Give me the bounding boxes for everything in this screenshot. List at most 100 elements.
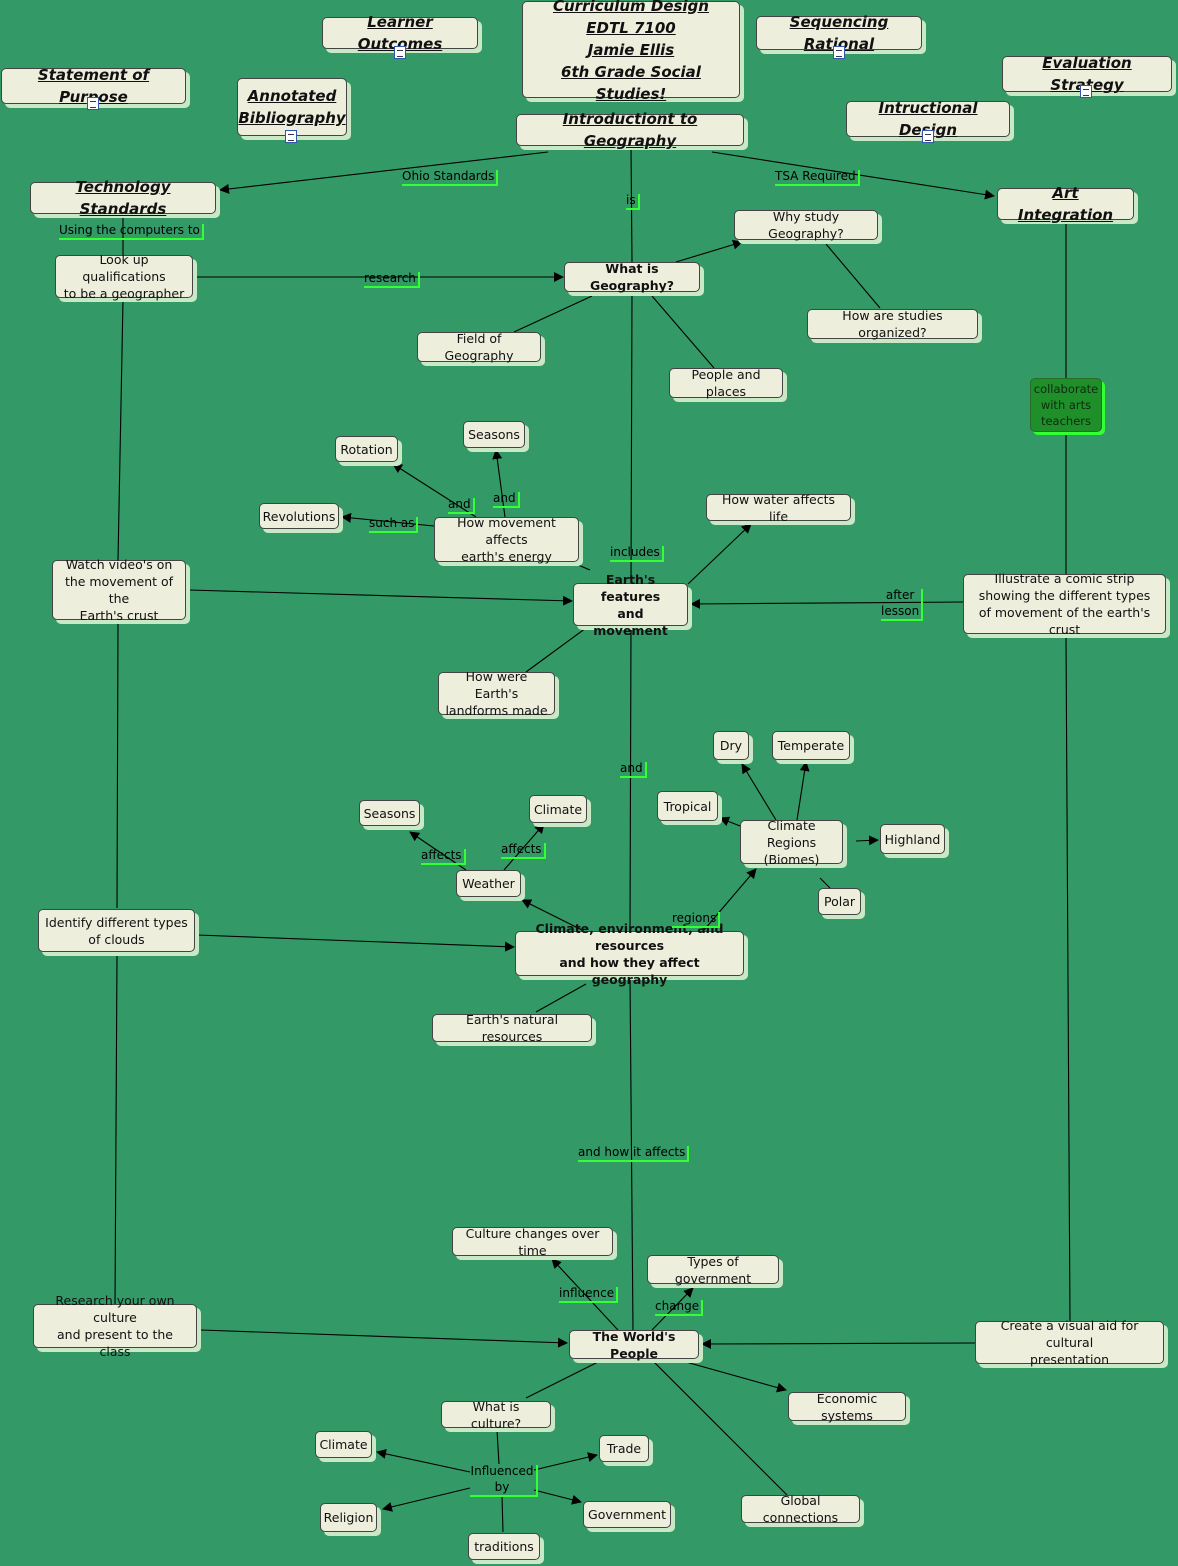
link-label: and xyxy=(448,497,471,511)
tropical-node[interactable]: Tropical xyxy=(657,791,718,821)
movement-energy-node[interactable]: How movement affects earth's energy xyxy=(434,515,579,564)
religion-node[interactable]: Religion xyxy=(320,1503,377,1532)
water-life-node[interactable]: How water affects life xyxy=(706,492,851,524)
document-icon[interactable] xyxy=(394,46,406,59)
lookup-label: Look up qualifications to be a geographe… xyxy=(63,252,185,301)
revolutions-label: Revolutions xyxy=(262,508,336,524)
field-node[interactable]: Field of Geography xyxy=(417,331,541,363)
visual-aid-label: Create a visual aid for cultural present… xyxy=(1000,1318,1139,1367)
worlds-people-node[interactable]: The World's People xyxy=(569,1328,699,1361)
statement-node[interactable]: Statement of Purpose xyxy=(1,66,186,106)
bibliography-node[interactable]: Annotated Bibliography xyxy=(237,78,347,136)
link-label: Influenced by xyxy=(468,1463,536,1495)
natural-resources-label: Earth's natural resources xyxy=(465,1012,559,1044)
bibliography-label: Annotated Bibliography xyxy=(238,87,346,127)
government-node[interactable]: Government xyxy=(583,1501,671,1528)
lookup-node[interactable]: Look up qualifications to be a geographe… xyxy=(55,252,193,301)
people-places-node[interactable]: People and places xyxy=(669,367,783,399)
video-node[interactable]: Watch video's on the movement of the Ear… xyxy=(52,557,186,623)
government-types-node[interactable]: Types of government xyxy=(647,1253,779,1286)
climate-node[interactable]: Climate xyxy=(529,795,587,823)
revolutions-node[interactable]: Revolutions xyxy=(259,503,339,529)
government-label: Government xyxy=(588,1507,666,1522)
climate-node[interactable]: Climate xyxy=(315,1431,372,1458)
landforms-label: How were Earth's landforms made xyxy=(445,669,548,718)
intro-label: Introductiont to Geography xyxy=(562,110,698,150)
culture-changes-label: Culture changes over time xyxy=(465,1225,600,1258)
document-icon[interactable] xyxy=(87,97,99,110)
research-culture-node[interactable]: Research your own culture and present to… xyxy=(33,1293,197,1359)
title-text: Curriculum Design EDTL 7100 Jamie Ellis … xyxy=(553,0,709,103)
seasons-node[interactable]: Seasons xyxy=(463,421,525,448)
why-study-node[interactable]: Why study Geography? xyxy=(734,209,878,241)
document-icon[interactable] xyxy=(1080,85,1092,98)
worlds-people-label: The World's People xyxy=(592,1328,676,1361)
what-is-geography-node[interactable]: What is Geography? xyxy=(564,261,700,293)
collaborate-node[interactable]: collaborate with arts teachers xyxy=(1030,378,1102,432)
natural-resources-node[interactable]: Earth's natural resources xyxy=(432,1012,592,1044)
government-types-label: Types of government xyxy=(674,1253,752,1286)
climate-environment-node[interactable]: Climate, environment, and resources and … xyxy=(515,921,744,987)
link-label: and how it affects xyxy=(578,1145,686,1159)
research-culture-label: Research your own culture and present to… xyxy=(55,1293,175,1359)
comic-strip-node[interactable]: Illustrate a comic strip showing the dif… xyxy=(963,571,1166,637)
rotation-node[interactable]: Rotation xyxy=(335,436,398,462)
landforms-node[interactable]: How were Earth's landforms made xyxy=(438,669,555,718)
document-icon[interactable] xyxy=(285,130,297,143)
link-label: influence xyxy=(559,1286,615,1300)
sequencing-node[interactable]: Sequencing Rational xyxy=(756,13,922,53)
learner-outcomes-node[interactable]: Learner Outcomes xyxy=(322,13,478,53)
sequencing-label: Sequencing Rational xyxy=(789,13,889,53)
global-connections-label: Global connections xyxy=(762,1493,839,1525)
earth-features-label: Earth's features and movement xyxy=(593,571,668,638)
art-integration-label: Art Integration xyxy=(1017,184,1114,224)
temperate-label: Temperate xyxy=(777,738,845,753)
link-label: is xyxy=(626,193,636,207)
global-connections-node[interactable]: Global connections xyxy=(741,1493,860,1525)
people-places-label: People and places xyxy=(691,367,761,399)
seasons-node[interactable]: Seasons xyxy=(359,800,420,826)
what-is-geography-label: What is Geography? xyxy=(589,261,675,293)
climate-label: Climate xyxy=(319,1437,368,1452)
link-label: and xyxy=(493,491,516,505)
economic-systems-node[interactable]: Economic systems xyxy=(788,1391,906,1423)
document-icon[interactable] xyxy=(922,130,934,143)
intro-node[interactable]: Introductiont to Geography xyxy=(516,110,744,150)
tech-standards-label: Technology Standards xyxy=(75,178,171,218)
clouds-label: Identify different types of clouds xyxy=(45,914,188,947)
studies-organized-node[interactable]: How are studies organized? xyxy=(807,308,978,340)
climate-regions-node[interactable]: Climate Regions (Biomes) xyxy=(740,818,843,867)
link-label: change xyxy=(655,1299,700,1313)
earth-features-node[interactable]: Earth's features and movement xyxy=(573,572,688,638)
temperate-node[interactable]: Temperate xyxy=(772,731,850,760)
traditions-node[interactable]: traditions xyxy=(468,1533,540,1560)
link-label: TSA Required xyxy=(775,169,856,183)
seasons-label: Seasons xyxy=(363,805,416,821)
title-node[interactable]: Curriculum Design EDTL 7100 Jamie Ellis … xyxy=(522,0,740,103)
polar-node[interactable]: Polar xyxy=(818,888,861,915)
tech-standards-node[interactable]: Technology Standards xyxy=(30,178,216,218)
what-is-culture-node[interactable]: What is culture? xyxy=(441,1399,551,1431)
link-label: affects xyxy=(421,848,462,862)
weather-label: Weather xyxy=(462,876,515,891)
culture-changes-node[interactable]: Culture changes over time xyxy=(452,1225,613,1258)
learner-outcomes-label: Learner Outcomes xyxy=(357,13,443,53)
religion-label: Religion xyxy=(323,1510,374,1525)
visual-aid-node[interactable]: Create a visual aid for cultural present… xyxy=(975,1318,1164,1367)
dry-node[interactable]: Dry xyxy=(713,731,749,760)
document-icon[interactable] xyxy=(833,46,845,59)
weather-node[interactable]: Weather xyxy=(456,870,521,897)
trade-node[interactable]: Trade xyxy=(599,1435,649,1462)
comic-strip-label: Illustrate a comic strip showing the dif… xyxy=(978,571,1151,637)
movement-energy-label: How movement affects earth's energy xyxy=(457,515,556,564)
why-study-label: Why study Geography? xyxy=(768,209,844,241)
video-label: Watch video's on the movement of the Ear… xyxy=(64,557,174,623)
clouds-node[interactable]: Identify different types of clouds xyxy=(38,909,195,952)
instructional-node[interactable]: Intructional Design xyxy=(846,99,1010,139)
art-integration-node[interactable]: Art Integration xyxy=(997,184,1134,224)
highland-label: Highland xyxy=(884,831,941,847)
link-label: after lesson xyxy=(881,588,920,618)
highland-node[interactable]: Highland xyxy=(880,824,945,854)
climate-label: Climate xyxy=(533,801,583,817)
traditions-label: traditions xyxy=(474,1539,534,1554)
